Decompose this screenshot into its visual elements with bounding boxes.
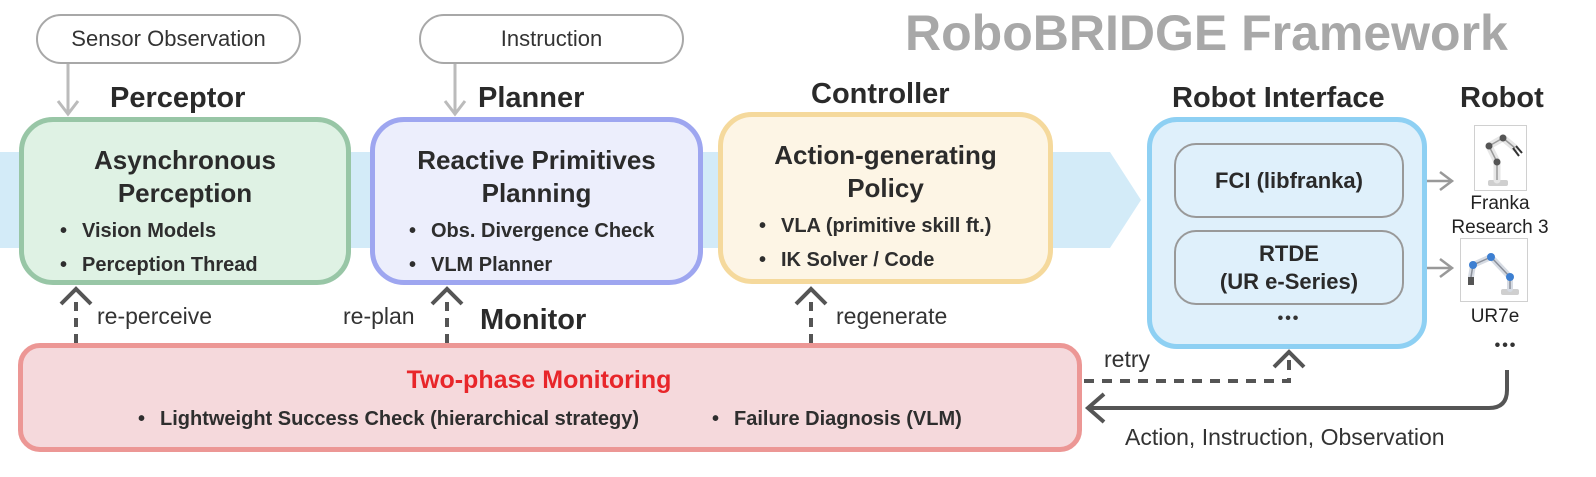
controller-item: VLA (primitive skill ft.) bbox=[759, 209, 991, 243]
perceptor-title-line1: Asynchronous bbox=[93, 145, 277, 175]
franka-label-line1: Franka bbox=[1470, 193, 1530, 214]
monitor-item-1: •Lightweight Success Check (hierarchical… bbox=[138, 408, 640, 430]
fci-label: FCI (libfranka) bbox=[1215, 167, 1363, 193]
retry-arrow bbox=[1084, 349, 1306, 383]
controller-section-label: Controller bbox=[811, 78, 950, 110]
perceptor-title-line2: Perception bbox=[117, 178, 253, 208]
re-plan-label: re-plan bbox=[343, 303, 415, 329]
perceptor-item-list: Vision Models Perception Thread bbox=[60, 214, 258, 282]
planner-card: Reactive Primitives Planning Obs. Diverg… bbox=[370, 117, 703, 285]
sensor-observation-input: Sensor Observation bbox=[36, 14, 301, 64]
re-perceive-arrow bbox=[59, 286, 93, 343]
return-flow-label: Action, Instruction, Observation bbox=[1125, 424, 1445, 450]
regenerate-label: regenerate bbox=[836, 303, 948, 329]
perceptor-section-label: Perceptor bbox=[110, 82, 246, 114]
rtde-box: RTDE (UR e-Series) bbox=[1174, 230, 1404, 305]
fci-libfranka-box: FCI (libfranka) bbox=[1174, 143, 1404, 218]
monitor-section-label: Monitor bbox=[480, 304, 587, 336]
robot-more-ellipsis: ••• bbox=[1494, 337, 1518, 354]
rtde-label-line2: (UR e-Series) bbox=[1219, 268, 1359, 294]
interface-more-ellipsis: ••• bbox=[1277, 310, 1301, 327]
monitor-card: Two-phase Monitoring •Lightweight Succes… bbox=[18, 343, 1082, 452]
perceptor-item: Perception Thread bbox=[60, 248, 258, 282]
planner-item: VLM Planner bbox=[409, 248, 654, 282]
regenerate-arrow bbox=[794, 286, 828, 343]
re-perceive-label: re-perceive bbox=[97, 303, 213, 329]
monitor-item: Failure Diagnosis (VLM) bbox=[734, 408, 962, 430]
re-plan-arrow bbox=[430, 286, 464, 343]
monitor-item: Lightweight Success Check (hierarchical … bbox=[160, 408, 640, 430]
return-flow-arrow bbox=[1084, 370, 1509, 424]
planner-title-line1: Reactive Primitives bbox=[417, 145, 656, 175]
controller-card: Action-generating Policy VLA (primitive … bbox=[718, 112, 1053, 284]
franka-robot-image bbox=[1474, 125, 1527, 191]
retry-label: retry bbox=[1104, 346, 1150, 372]
robot-interface-section-label: Robot Interface bbox=[1172, 82, 1385, 114]
monitor-item-2: •Failure Diagnosis (VLM) bbox=[712, 408, 962, 430]
franka-label-line2: Research 3 bbox=[1451, 217, 1549, 238]
planner-title-line2: Planning bbox=[481, 178, 592, 208]
controller-title-line2: Policy bbox=[847, 173, 924, 203]
planner-section-label: Planner bbox=[478, 82, 585, 114]
perceptor-item: Vision Models bbox=[60, 214, 258, 248]
ur-robot-label: UR7e bbox=[1470, 306, 1520, 327]
planner-item-list: Obs. Divergence Check VLM Planner bbox=[409, 214, 654, 282]
robot-section-label: Robot bbox=[1460, 82, 1544, 114]
framework-title: RoboBRIDGE Framework bbox=[905, 5, 1508, 61]
controller-item-list: VLA (primitive skill ft.) IK Solver / Co… bbox=[759, 209, 991, 277]
monitor-title: Two-phase Monitoring bbox=[406, 366, 672, 394]
instruction-input: Instruction bbox=[419, 14, 684, 64]
rtde-label-line1: RTDE bbox=[1259, 240, 1319, 266]
planner-item: Obs. Divergence Check bbox=[409, 214, 654, 248]
controller-item: IK Solver / Code bbox=[759, 243, 991, 277]
ur-robot-image bbox=[1460, 238, 1528, 302]
controller-title-line1: Action-generating bbox=[774, 140, 997, 170]
perceptor-card: Asynchronous Perception Vision Models Pe… bbox=[19, 117, 351, 285]
